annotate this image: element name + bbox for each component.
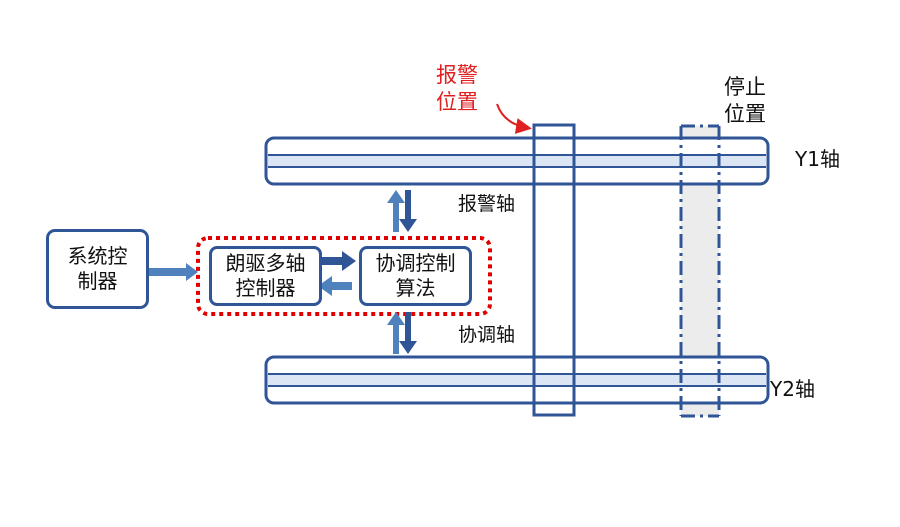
system-to-controller-arrow: [149, 263, 198, 281]
alarm-axis-arrows: [387, 190, 417, 232]
alarm-position-bar: [532, 123, 576, 417]
coordination-axis-label: 协调轴: [458, 324, 516, 346]
langqu-controller-block: 朗驱多轴 控制器: [209, 246, 322, 306]
controller-to-algorithm-arrow: [322, 251, 356, 271]
alarm-pointer-arrow: [496, 103, 532, 134]
y1-axis-label: Y1轴: [795, 147, 840, 171]
alarm-position-label: 报警 位置: [436, 63, 478, 114]
algorithm-to-controller-arrow: [318, 276, 352, 296]
y2-axis-label: Y2轴: [770, 377, 815, 401]
y1-axis-rail: [264, 136, 770, 186]
coordination-algorithm-block: 协调控制 算法: [359, 246, 472, 306]
stop-position-label: 停止 位置: [724, 75, 766, 126]
controller-group-outline: [196, 236, 492, 316]
coordination-axis-arrows: [387, 312, 417, 354]
system-controller-block: 系统控 制器: [46, 229, 149, 309]
y2-axis-rail: [264, 355, 770, 405]
stop-position-outline: [679, 124, 721, 418]
alarm-axis-label: 报警轴: [458, 193, 516, 215]
